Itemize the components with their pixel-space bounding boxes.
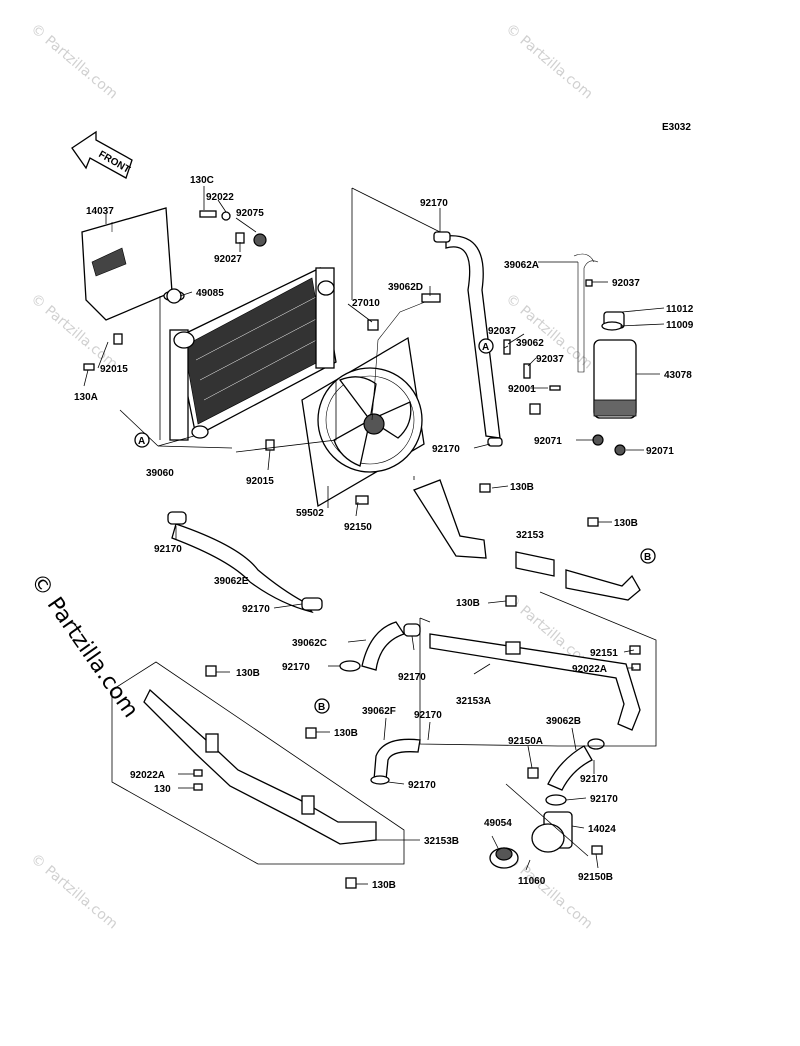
svg-text:A: A (482, 342, 489, 353)
part-label: 11012 (666, 304, 694, 315)
part-label: 39062B (546, 716, 581, 727)
radiator-screen (81, 207, 173, 321)
part-label: 92150B (578, 872, 613, 883)
front-arrow-icon: FRONT (71, 130, 133, 179)
part-label: 39062C (292, 638, 327, 649)
part-label: 43078 (664, 370, 692, 381)
part-label: 39062D (388, 282, 423, 293)
watermark-top-right: © Partzilla.com (502, 21, 595, 103)
part-label: 92170 (282, 662, 310, 673)
callout-b-1: B (640, 548, 656, 564)
svg-text:B: B (318, 702, 325, 713)
part-label: 92170 (432, 444, 460, 455)
callout-a-1: A (134, 432, 150, 448)
part-label: 92015 (246, 476, 274, 487)
part-label: 92170 (408, 780, 436, 791)
hose-39062f (373, 738, 421, 781)
part-label: 130B (456, 598, 480, 609)
pipe-32153b (143, 688, 377, 845)
part-label: 92170 (414, 710, 442, 721)
watermark-top-left: © Partzilla.com (27, 21, 120, 103)
part-label: 130B (236, 668, 260, 679)
small-fasteners (83, 210, 626, 527)
part-label: 39062F (362, 706, 396, 717)
hose-39062d (445, 235, 501, 439)
part-label: 59502 (296, 508, 324, 519)
part-label: 92027 (214, 254, 242, 265)
part-label: 92001 (508, 384, 536, 395)
part-label: 92071 (646, 446, 674, 457)
callout-b-2: B (314, 698, 330, 714)
part-label: 92170 (420, 198, 448, 209)
part-label: 11009 (666, 320, 694, 331)
part-label: 92170 (242, 604, 270, 615)
pipe-32153a (429, 633, 641, 731)
part-label: 39062 (516, 338, 544, 349)
connector (421, 293, 441, 303)
part-label: 92170 (590, 794, 618, 805)
part-label: 32153A (456, 696, 491, 707)
svg-text:B: B (644, 552, 651, 563)
reservoir-tank (593, 311, 637, 419)
part-label: 130C (190, 175, 214, 186)
part-label: 92037 (488, 326, 516, 337)
part-label: 130B (372, 880, 396, 891)
part-label: 39062E (214, 576, 249, 587)
fan-shroud (301, 336, 425, 508)
part-label: 92022A (572, 664, 607, 675)
part-label: 92150A (508, 736, 543, 747)
part-labels: 130C 92022 92075 92027 14037 49085 92015… (74, 175, 694, 891)
part-label: 92151 (590, 648, 618, 659)
hose-39062e (171, 523, 314, 614)
part-label: 130B (614, 518, 638, 529)
fan-wire (371, 299, 431, 421)
part-label: 14024 (588, 824, 616, 835)
part-label: 11060 (518, 876, 546, 887)
watermark-bottom-left: © Partzilla.com (27, 851, 120, 933)
part-label: 32153 (516, 530, 544, 541)
part-label: 92022 (206, 192, 234, 203)
hose-39062c (361, 621, 406, 671)
part-label: 130B (334, 728, 358, 739)
diagram-code: E3032 (662, 122, 691, 133)
part-label: 27010 (352, 298, 380, 309)
part-label: 130A (74, 392, 98, 403)
part-label: 49054 (484, 818, 512, 829)
leader-lines (83, 186, 665, 885)
callout-a-2: A (478, 338, 494, 354)
part-label: 92022A (130, 770, 165, 781)
part-label: 92071 (534, 436, 562, 447)
part-label: 92170 (154, 544, 182, 555)
pipe-32153-left (413, 479, 487, 559)
part-label: 32153B (424, 836, 459, 847)
hose-39062b (547, 745, 593, 791)
part-label: 92170 (398, 672, 426, 683)
part-label: 39060 (146, 468, 174, 479)
part-label: 130B (510, 482, 534, 493)
part-label: 92037 (612, 278, 640, 289)
part-label: 92075 (236, 208, 264, 219)
part-label: 92170 (580, 774, 608, 785)
radiator (163, 267, 337, 441)
part-label: 92015 (100, 364, 128, 375)
overflow-tube (577, 260, 599, 373)
thermostat-housing (489, 767, 603, 869)
part-label: 39062A (504, 260, 539, 271)
pipe-32153-right (565, 569, 641, 601)
part-label: 130 (154, 784, 171, 795)
part-label: 92037 (536, 354, 564, 365)
part-label: 49085 (196, 288, 224, 299)
part-label: 92150 (344, 522, 372, 533)
svg-text:A: A (138, 436, 145, 447)
part-label: 14037 (86, 206, 114, 217)
watermark-large: © Partzilla.com (25, 569, 143, 722)
